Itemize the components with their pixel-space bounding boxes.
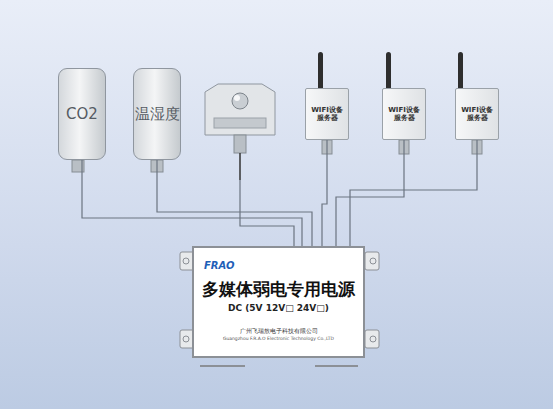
device-label: WIFI设备	[388, 106, 420, 114]
panel-text: Guangzhou F.R.A.O Electronic Technology …	[223, 336, 334, 341]
device-label: WIFI设备	[461, 106, 493, 114]
device-label: 服务器	[467, 114, 488, 122]
wifi-device: WIFI设备服务器	[305, 88, 349, 140]
device-label: CO2	[66, 105, 98, 123]
device-label: 温湿度	[135, 105, 180, 124]
wire	[322, 140, 327, 246]
panel-text: 多媒体弱电专用电源	[202, 278, 355, 301]
device-label: 服务器	[317, 114, 338, 122]
wifi-device: WIFI设备服务器	[382, 88, 426, 140]
sensor-box: CO2	[58, 68, 106, 160]
wire	[350, 140, 477, 246]
wire	[157, 160, 312, 246]
sensor-box: 温湿度	[133, 68, 181, 160]
device-label: WIFI设备	[311, 106, 343, 114]
wire	[336, 140, 404, 246]
panel-text: 广州飞瑞敖电子科技有限公司	[240, 327, 318, 336]
light-sensor	[205, 84, 275, 180]
wire	[82, 160, 302, 246]
wifi-device: WIFI设备服务器	[455, 88, 499, 140]
logo: FRAO	[204, 260, 234, 271]
antenna	[318, 52, 463, 92]
power-supply-box: FRAO 多媒体弱电专用电源 DC (5V 12V□ 24V□) 广州飞瑞敖电子科技有…	[192, 246, 365, 358]
panel-text: DC (5V 12V□ 24V□)	[228, 303, 329, 313]
device-label: 服务器	[394, 114, 415, 122]
